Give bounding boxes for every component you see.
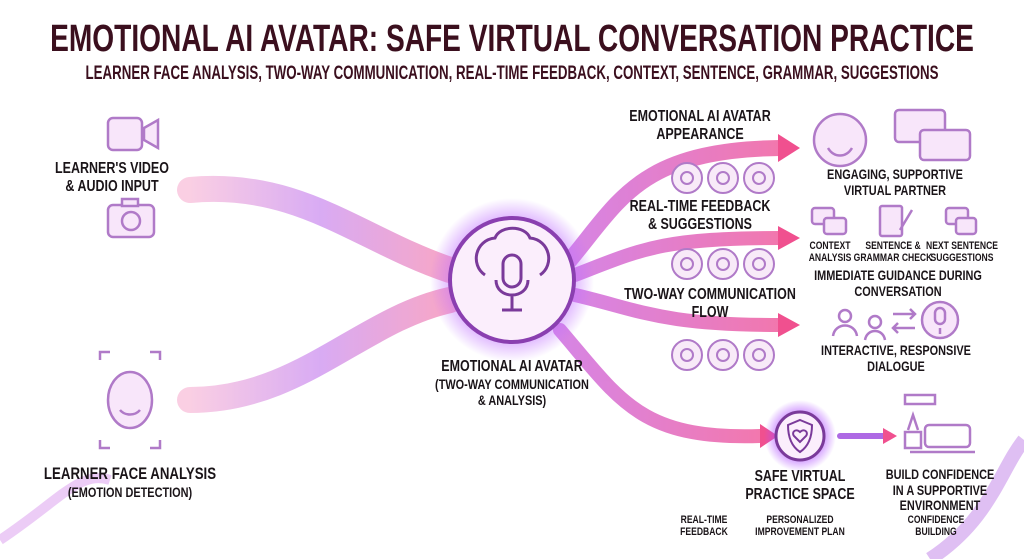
label-line: SENTENCE & bbox=[865, 240, 921, 252]
label-line: DIALOGUE bbox=[867, 357, 925, 374]
center-subtitle: (TWO-WAY COMMUNICATION& ANALYSIS) bbox=[435, 376, 589, 408]
grade-a-plus-icon bbox=[743, 248, 775, 280]
label-line: & SUGGESTIONS bbox=[647, 215, 753, 233]
label-line: VIRTUAL PARTNER bbox=[843, 181, 947, 198]
label-line: ENVIRONMENT bbox=[899, 497, 981, 514]
page-title: EMOTIONAL AI AVATAR: SAFE VIRTUAL CONVER… bbox=[50, 18, 974, 60]
brain-microphone-icon bbox=[474, 226, 551, 312]
presentation-icon-glyph bbox=[680, 348, 694, 362]
mic-circle-icon bbox=[920, 300, 960, 340]
next-sentence-icon bbox=[944, 206, 978, 236]
label-line: GRAMMAR CHECK bbox=[853, 252, 933, 265]
context-analysis-icon bbox=[810, 206, 848, 236]
label-line: ANALYSIS bbox=[808, 252, 852, 265]
feature-grammar: SENTENCE &GRAMMAR CHECK bbox=[854, 240, 933, 265]
label-line: & AUDIO INPUT bbox=[65, 177, 159, 195]
exchange-arrows-icon bbox=[891, 308, 917, 334]
label-line: LEARNER'S VIDEO bbox=[55, 160, 169, 177]
speaker-icon bbox=[707, 162, 739, 194]
smile-icon-glyph bbox=[680, 171, 694, 185]
page-subtitle: LEARNER FACE ANALYSIS, TWO-WAY COMMUNICA… bbox=[85, 63, 939, 84]
center-title: EMOTIONAL AI AVATAR bbox=[441, 358, 583, 375]
people-dialogue-icon bbox=[831, 308, 887, 341]
grade-a-plus-icon-glyph bbox=[752, 257, 766, 271]
label-line: SUGGESTIONS bbox=[930, 252, 994, 265]
face-analysis-subtitle: (EMOTION DETECTION) bbox=[67, 484, 193, 500]
label-line: INTERACTIVE, RESPONSIVE bbox=[821, 342, 971, 358]
label-line: CONVERSATION bbox=[854, 282, 942, 299]
waveform-icon bbox=[707, 339, 739, 371]
microphone-icon bbox=[743, 339, 775, 371]
label-line: FEEDBACK bbox=[680, 526, 728, 539]
smile-icon bbox=[671, 162, 703, 194]
chat-check-icon bbox=[671, 248, 703, 280]
chat-bubbles-icon bbox=[893, 108, 972, 162]
video-camera-icon bbox=[106, 116, 160, 152]
avatar-face-icon bbox=[812, 112, 868, 168]
chat-icon-glyph bbox=[752, 171, 766, 185]
label-line: APPEARANCE bbox=[656, 125, 744, 143]
face-analysis-title: LEARNER FACE ANALYSIS bbox=[43, 464, 217, 483]
label-line: CONFIDENCE bbox=[907, 514, 965, 526]
label-line: BUILDING bbox=[915, 526, 957, 539]
photo-camera-icon bbox=[106, 197, 156, 239]
label-line: (TWO-WAY COMMUNICATION bbox=[435, 376, 589, 392]
shield-heart-icon bbox=[786, 418, 814, 454]
label-line: CONTEXT bbox=[809, 240, 851, 252]
presentation-icon bbox=[671, 339, 703, 371]
label-line: BUILD CONFIDENCE bbox=[885, 466, 995, 482]
speaker-icon-glyph bbox=[716, 171, 730, 185]
label-line: NEXT SENTENCE bbox=[926, 240, 998, 252]
label-line: EMOTIONAL AI AVATAR bbox=[629, 108, 771, 125]
label-line: IMMEDIATE GUIDANCE DURING bbox=[814, 267, 982, 283]
label-line: REAL-TIME bbox=[680, 514, 728, 526]
video-audio-input-label: LEARNER'S VIDEO& AUDIO INPUT bbox=[55, 160, 169, 196]
chat-check-icon-glyph bbox=[680, 257, 694, 271]
waveform-icon-glyph bbox=[716, 348, 730, 362]
branch-feedback-label: REAL-TIME FEEDBACK& SUGGESTIONS bbox=[630, 198, 771, 234]
check-icon-glyph bbox=[716, 257, 730, 271]
chat-icon bbox=[743, 162, 775, 194]
microphone-icon-glyph bbox=[752, 348, 766, 362]
label-line: PRACTICE SPACE bbox=[745, 485, 855, 503]
sofa-room-icon bbox=[903, 393, 975, 454]
label-line: & ANALYSIS) bbox=[477, 391, 547, 408]
label-line: REAL-TIME FEEDBACK bbox=[629, 198, 771, 215]
label-line: TWO-WAY COMMUNICATION bbox=[624, 286, 796, 303]
grammar-check-icon bbox=[878, 204, 914, 238]
label-line: IN A SUPPORTIVE bbox=[892, 481, 988, 498]
check-icon bbox=[707, 248, 739, 280]
face-scan-icon bbox=[98, 350, 162, 450]
center-circle bbox=[448, 216, 576, 344]
label-line: SAFE VIRTUAL bbox=[754, 468, 846, 485]
label-line: FLOW bbox=[691, 303, 729, 321]
label-line: IMPROVEMENT PLAN bbox=[755, 526, 845, 539]
label-line: ENGAGING, SUPPORTIVE bbox=[827, 166, 963, 182]
label-line: PERSONALIZED bbox=[766, 514, 834, 526]
